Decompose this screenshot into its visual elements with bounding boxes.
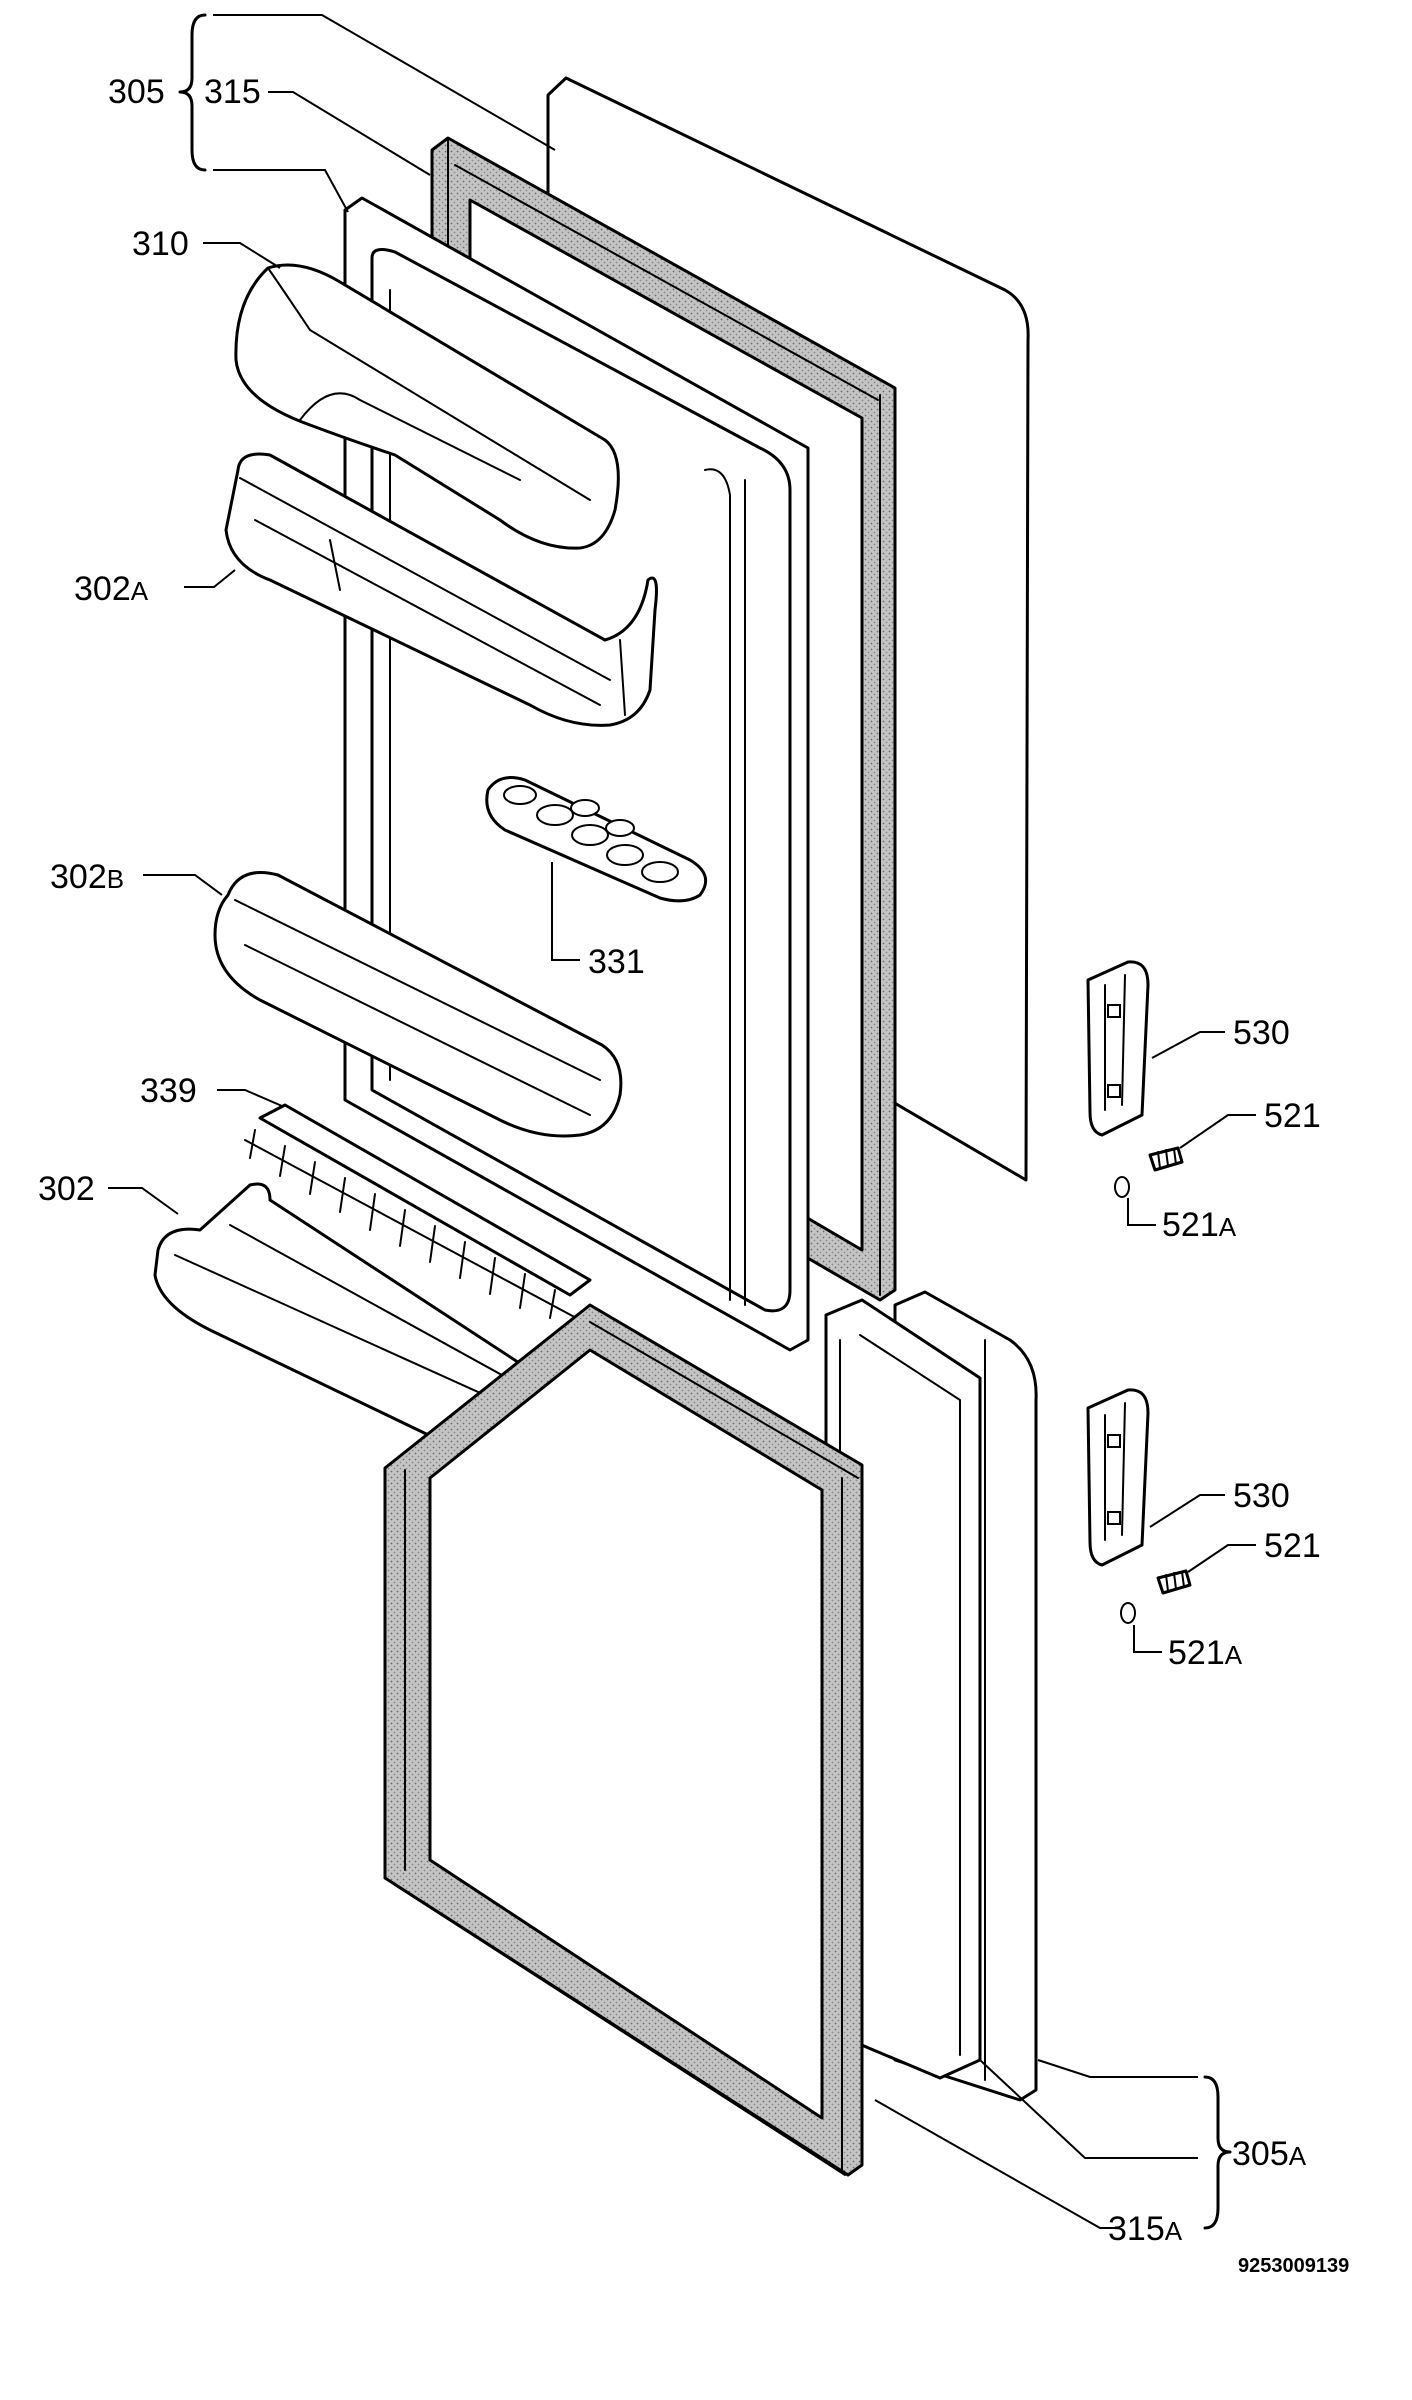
egg-tray: [485, 776, 708, 903]
label-315: 315: [204, 73, 261, 111]
leader-lines: [108, 13, 1256, 2230]
upper-hinge: [1086, 960, 1150, 1137]
label-339: 339: [140, 1072, 197, 1110]
label-521a-lower: 521A: [1168, 1634, 1243, 1672]
door-shelf-302b: [213, 871, 623, 1138]
label-521a-upper: 521A: [1162, 1206, 1237, 1244]
label-331: 331: [588, 943, 645, 981]
lower-door-gasket: [383, 1303, 864, 2177]
upper-washer: [1114, 1176, 1130, 1198]
label-302a: 302A: [74, 570, 149, 608]
label-521-lower: 521: [1264, 1527, 1321, 1565]
door-shelf-302a: [224, 452, 658, 727]
label-305: 305: [108, 73, 165, 111]
label-310: 310: [132, 225, 189, 263]
label-302b: 302B: [50, 858, 124, 896]
label-521-upper: 521: [1264, 1097, 1321, 1135]
document-number: 9253009139: [1238, 2255, 1349, 2277]
label-530-upper: 530: [1233, 1014, 1290, 1052]
lower-hinge: [1086, 1388, 1150, 1567]
shelf-cover: [234, 263, 620, 550]
lower-washer: [1120, 1602, 1136, 1624]
label-530-lower: 530: [1233, 1477, 1290, 1515]
upper-screw: [1148, 1146, 1184, 1172]
label-315a: 315A: [1108, 2210, 1183, 2248]
bottle-rack: [244, 1103, 592, 1321]
lower-screw: [1156, 1569, 1192, 1595]
label-305a: 305A: [1232, 2135, 1307, 2173]
label-302: 302: [38, 1170, 95, 1208]
part-labels: 305 315 310 302A 302B 331 339 302 530 52…: [38, 73, 1349, 2277]
